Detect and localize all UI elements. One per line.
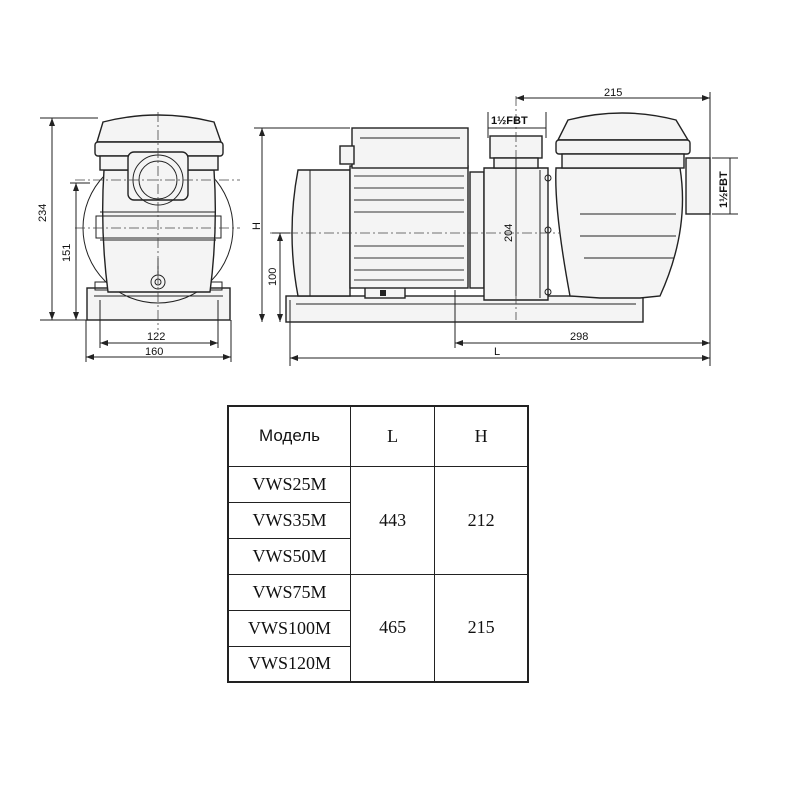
model-dimensions-table: Модель L H VWS25M 443 212 VWS35M VWS50M … [227, 405, 529, 683]
dim-H: H [251, 222, 263, 230]
table-row: VWS25M 443 212 [227, 465, 529, 575]
side-dimensions: H 100 204 215 298 L 1½FBT 1½FBT [251, 87, 738, 366]
cable-gland [339, 145, 355, 165]
dim-100: 100 [267, 268, 279, 286]
front-view [75, 112, 240, 330]
h-value-cell: 212 [434, 465, 529, 575]
l-value-cell: 443 [350, 465, 436, 575]
front-lid [96, 114, 222, 143]
dim-122: 122 [147, 331, 165, 343]
dim-151: 151 [61, 244, 73, 262]
table-row: VWS120M [227, 645, 528, 683]
dim-L: L [494, 346, 500, 358]
motor-fins [354, 175, 464, 281]
h-value-cell: 215 [434, 573, 529, 683]
side-inlet [685, 157, 711, 215]
dim-160: 160 [145, 346, 163, 358]
model-cell: VWS100M [227, 609, 352, 647]
front-base-plate [86, 287, 231, 321]
table-header-row: Модель L H [227, 405, 529, 467]
dim-215: 215 [604, 87, 622, 99]
header-l: L [350, 405, 436, 467]
header-model: Модель [227, 405, 352, 467]
dim-298: 298 [570, 331, 588, 343]
l-value-cell: 465 [350, 573, 436, 683]
table-row: VWS75M 465 215 [227, 573, 529, 683]
side-port-label: 1½FBT [718, 171, 730, 208]
dim-204: 204 [503, 224, 515, 242]
side-view [270, 96, 711, 323]
table-row: VWS35M [227, 501, 528, 539]
model-cell: VWS50M [227, 537, 352, 575]
header-h: H [434, 405, 529, 467]
side-base-plate [285, 295, 644, 323]
front-dimensions: 234 151 122 160 [37, 117, 232, 362]
motor-body [349, 165, 469, 289]
strainer-housing [555, 167, 684, 299]
strainer-lid [556, 112, 690, 141]
model-cell: VWS35M [227, 501, 352, 539]
table-row: VWS100M [227, 609, 528, 647]
model-cell: VWS25M [227, 465, 352, 503]
table-row: VWS50M [227, 537, 528, 575]
dim-234: 234 [37, 204, 49, 222]
front-pump-housing [101, 169, 217, 293]
model-cell: VWS75M [227, 573, 352, 611]
top-port-label: 1½FBT [491, 115, 528, 127]
pump-technical-drawing: 234 151 122 160 [37, 87, 738, 366]
terminal-box [351, 127, 469, 169]
model-cell: VWS120M [227, 645, 352, 683]
